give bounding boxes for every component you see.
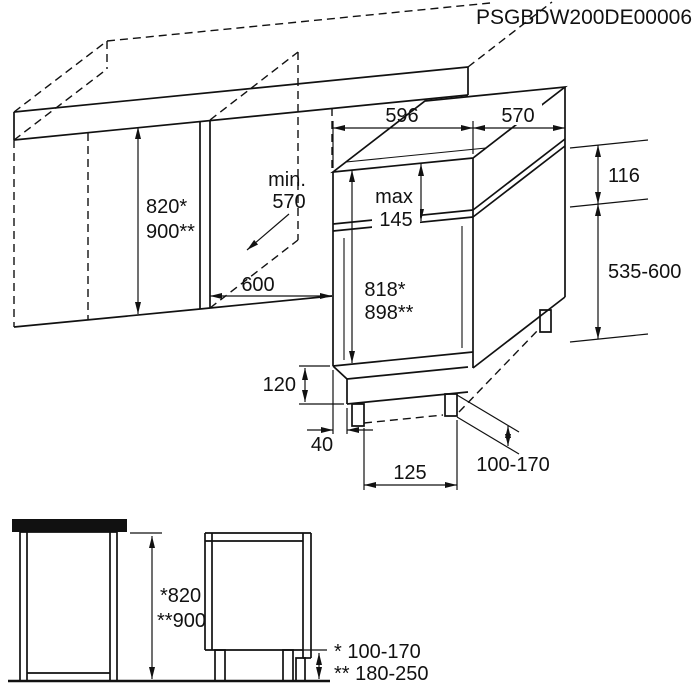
floor-hidden-line-front [363,414,444,424]
dim-plinth-recess-40 [307,370,373,434]
label-door-height: 535-600 [608,261,681,283]
label-top-gap-max: max [375,186,413,208]
label-appliance-height-2: 898** [365,302,414,324]
back-foot [539,309,552,333]
label-side-feet-2: ** 180-250 [334,663,429,685]
floor-hidden-line-back [458,329,539,413]
door-bottom-edge [332,351,474,367]
niche-wall-bottom [199,307,211,310]
plinth-top-edge [346,366,469,380]
label-side-feet-1: * 100-170 [334,641,421,663]
worktop-hidden-bottom-depth-edge [13,68,108,141]
label-depth-top: 570 [501,105,534,127]
dim-feet-100-170 [456,394,520,455]
plinth-left-diagonal [332,365,348,380]
dishwasher [330,85,568,427]
dishwasher-top-face [330,85,568,174]
label-feet-range: 100-170 [476,454,549,476]
side-bottom-edge [472,296,566,369]
label-plinth-recess: 40 [311,434,333,456]
worktop-hidden-back-edge [106,2,491,42]
label-niche-width: 600 [241,274,274,296]
control-panel-side-line-2 [472,145,566,218]
dim-side-height-820-900 [130,532,162,679]
dim-side-feet [303,649,327,679]
niche-wall-hidden-top [209,51,299,121]
label-top-gap-value: 145 [379,209,412,231]
dim-door-height-535-600 [569,204,649,343]
side-view-cabinet [12,519,127,681]
label-plinth-height: 120 [263,374,296,396]
label-bg [388,462,432,482]
dw-side-foot-back [214,649,226,682]
labels: PSGBDW200DE00006 596 570 min. 570 820* 9… [146,6,692,685]
label-bg [494,104,542,125]
front-left-foot [351,403,365,427]
label-bg [368,186,420,206]
control-panel-side-line-1 [472,138,566,211]
label-bg [355,302,423,323]
dim-panel-height-116 [569,139,649,208]
worktop-hidden-left-depth-edge [13,40,108,113]
label-niche-depth-value: 570 [272,191,305,213]
dim-foot-distance-125 [363,420,458,490]
label-foot-distance: 125 [393,462,426,484]
front-right-foot [444,393,458,417]
dishwasher-top-rim-line [345,147,487,163]
side-view-dishwasher [204,532,312,682]
label-niche-height-1: 820* [146,196,187,218]
side-worktop-slab [12,519,127,532]
counter-structure [13,1,553,328]
dim-plinth-height-120 [299,365,344,405]
label-panel-height: 116 [608,165,640,187]
dim-niche-depth-min570 [246,213,290,251]
drawing-code: PSGBDW200DE00006 [476,6,692,29]
label-niche-depth-min: min. [268,169,306,191]
niche-floor-edge [209,295,333,309]
label-side-height-2: **900 [157,610,206,632]
worktop-hidden-right-depth-edge [467,1,553,68]
label-appliance-height-1: 818* [364,279,405,301]
dw-side-foot-front [295,657,306,682]
label-width-top: 596 [385,105,418,127]
label-niche-height-2: 900** [146,221,195,243]
cabinet-floor-edge [13,308,201,328]
worktop-front-top-edge [13,66,469,113]
worktop-front-bottom-edge [13,94,469,141]
label-bg [372,209,420,229]
label-bg [357,279,413,300]
dw-side-foot-mid [282,649,294,682]
label-side-height-1: *820 [160,585,201,607]
